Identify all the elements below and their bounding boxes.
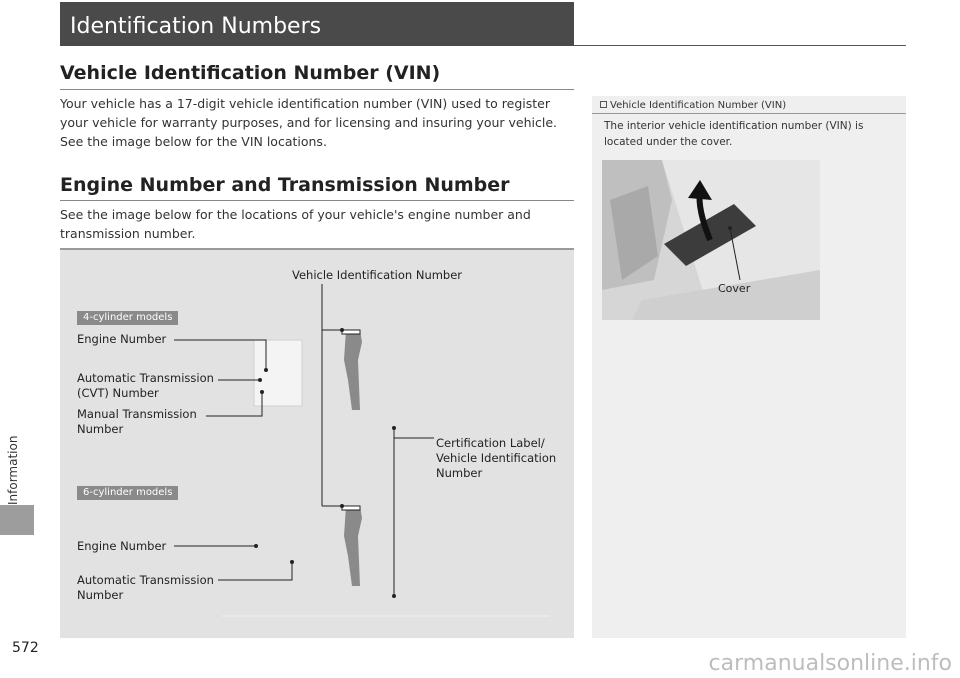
manual-trans-label-line1: Manual Transmission (77, 407, 197, 422)
cover-label: Cover (718, 282, 750, 295)
sidebar-body: The interior vehicle identification numb… (604, 118, 894, 150)
engine-paragraph: See the image below for the locations of… (60, 205, 574, 243)
chapter-title: Identification Numbers (60, 2, 574, 46)
vin-paragraph: Your vehicle has a 17-digit vehicle iden… (60, 94, 574, 151)
cover-illustration (602, 160, 820, 320)
engine-heading: Engine Number and Transmission Number (60, 174, 510, 196)
vin-label: Vehicle Identification Number (292, 268, 462, 283)
sidebar-title: Vehicle Identification Number (VIN) (600, 100, 786, 111)
side-tab-label: Information (6, 430, 28, 510)
side-tab: Information (0, 0, 34, 678)
cvt-number-label-line1: Automatic Transmission (77, 371, 214, 386)
vin-plate-lower (342, 506, 360, 510)
badge-4-cylinder: 4-cylinder models (77, 311, 178, 325)
side-tab-marker (0, 505, 34, 535)
engine-illustration-4cyl (254, 340, 302, 406)
watermark: carmanualsonline.info (709, 651, 952, 676)
certification-label-line2: Vehicle Identification (436, 451, 556, 466)
note-marker-icon (600, 101, 607, 108)
certification-label: Certification Label/ Vehicle Identificat… (436, 436, 556, 481)
pillar-illustration-lower (344, 506, 362, 586)
cvt-number-label: Automatic Transmission (CVT) Number (77, 371, 214, 401)
auto-trans-label-line2: Number (77, 588, 214, 603)
vin-plate-upper (342, 330, 360, 334)
sidebar-rule (592, 113, 906, 114)
certification-label-line1: Certification Label/ (436, 436, 556, 451)
auto-trans-label-line1: Automatic Transmission (77, 573, 214, 588)
sidebar-note: Vehicle Identification Number (VIN) The … (592, 96, 906, 638)
engine-number-label-4cyl: Engine Number (77, 332, 166, 347)
pillar-illustration-upper (344, 330, 362, 410)
certification-label-line3: Number (436, 466, 556, 481)
cvt-number-label-line2: (CVT) Number (77, 386, 214, 401)
cover-photo: Cover (602, 160, 820, 320)
vin-heading: Vehicle Identification Number (VIN) (60, 62, 440, 84)
vin-heading-rule (60, 89, 574, 90)
id-numbers-figure: Vehicle Identification Number 4-cylinder… (60, 248, 574, 638)
badge-6-cylinder: 6-cylinder models (77, 486, 178, 500)
manual-trans-label: Manual Transmission Number (77, 407, 197, 437)
manual-trans-label-line2: Number (77, 422, 197, 437)
engine-heading-rule (60, 200, 574, 201)
engine-number-label-6cyl: Engine Number (77, 539, 166, 554)
page-number: 572 (12, 640, 39, 656)
chapter-rule (574, 45, 906, 46)
sidebar-title-text: Vehicle Identification Number (VIN) (610, 100, 786, 111)
auto-trans-label: Automatic Transmission Number (77, 573, 214, 603)
